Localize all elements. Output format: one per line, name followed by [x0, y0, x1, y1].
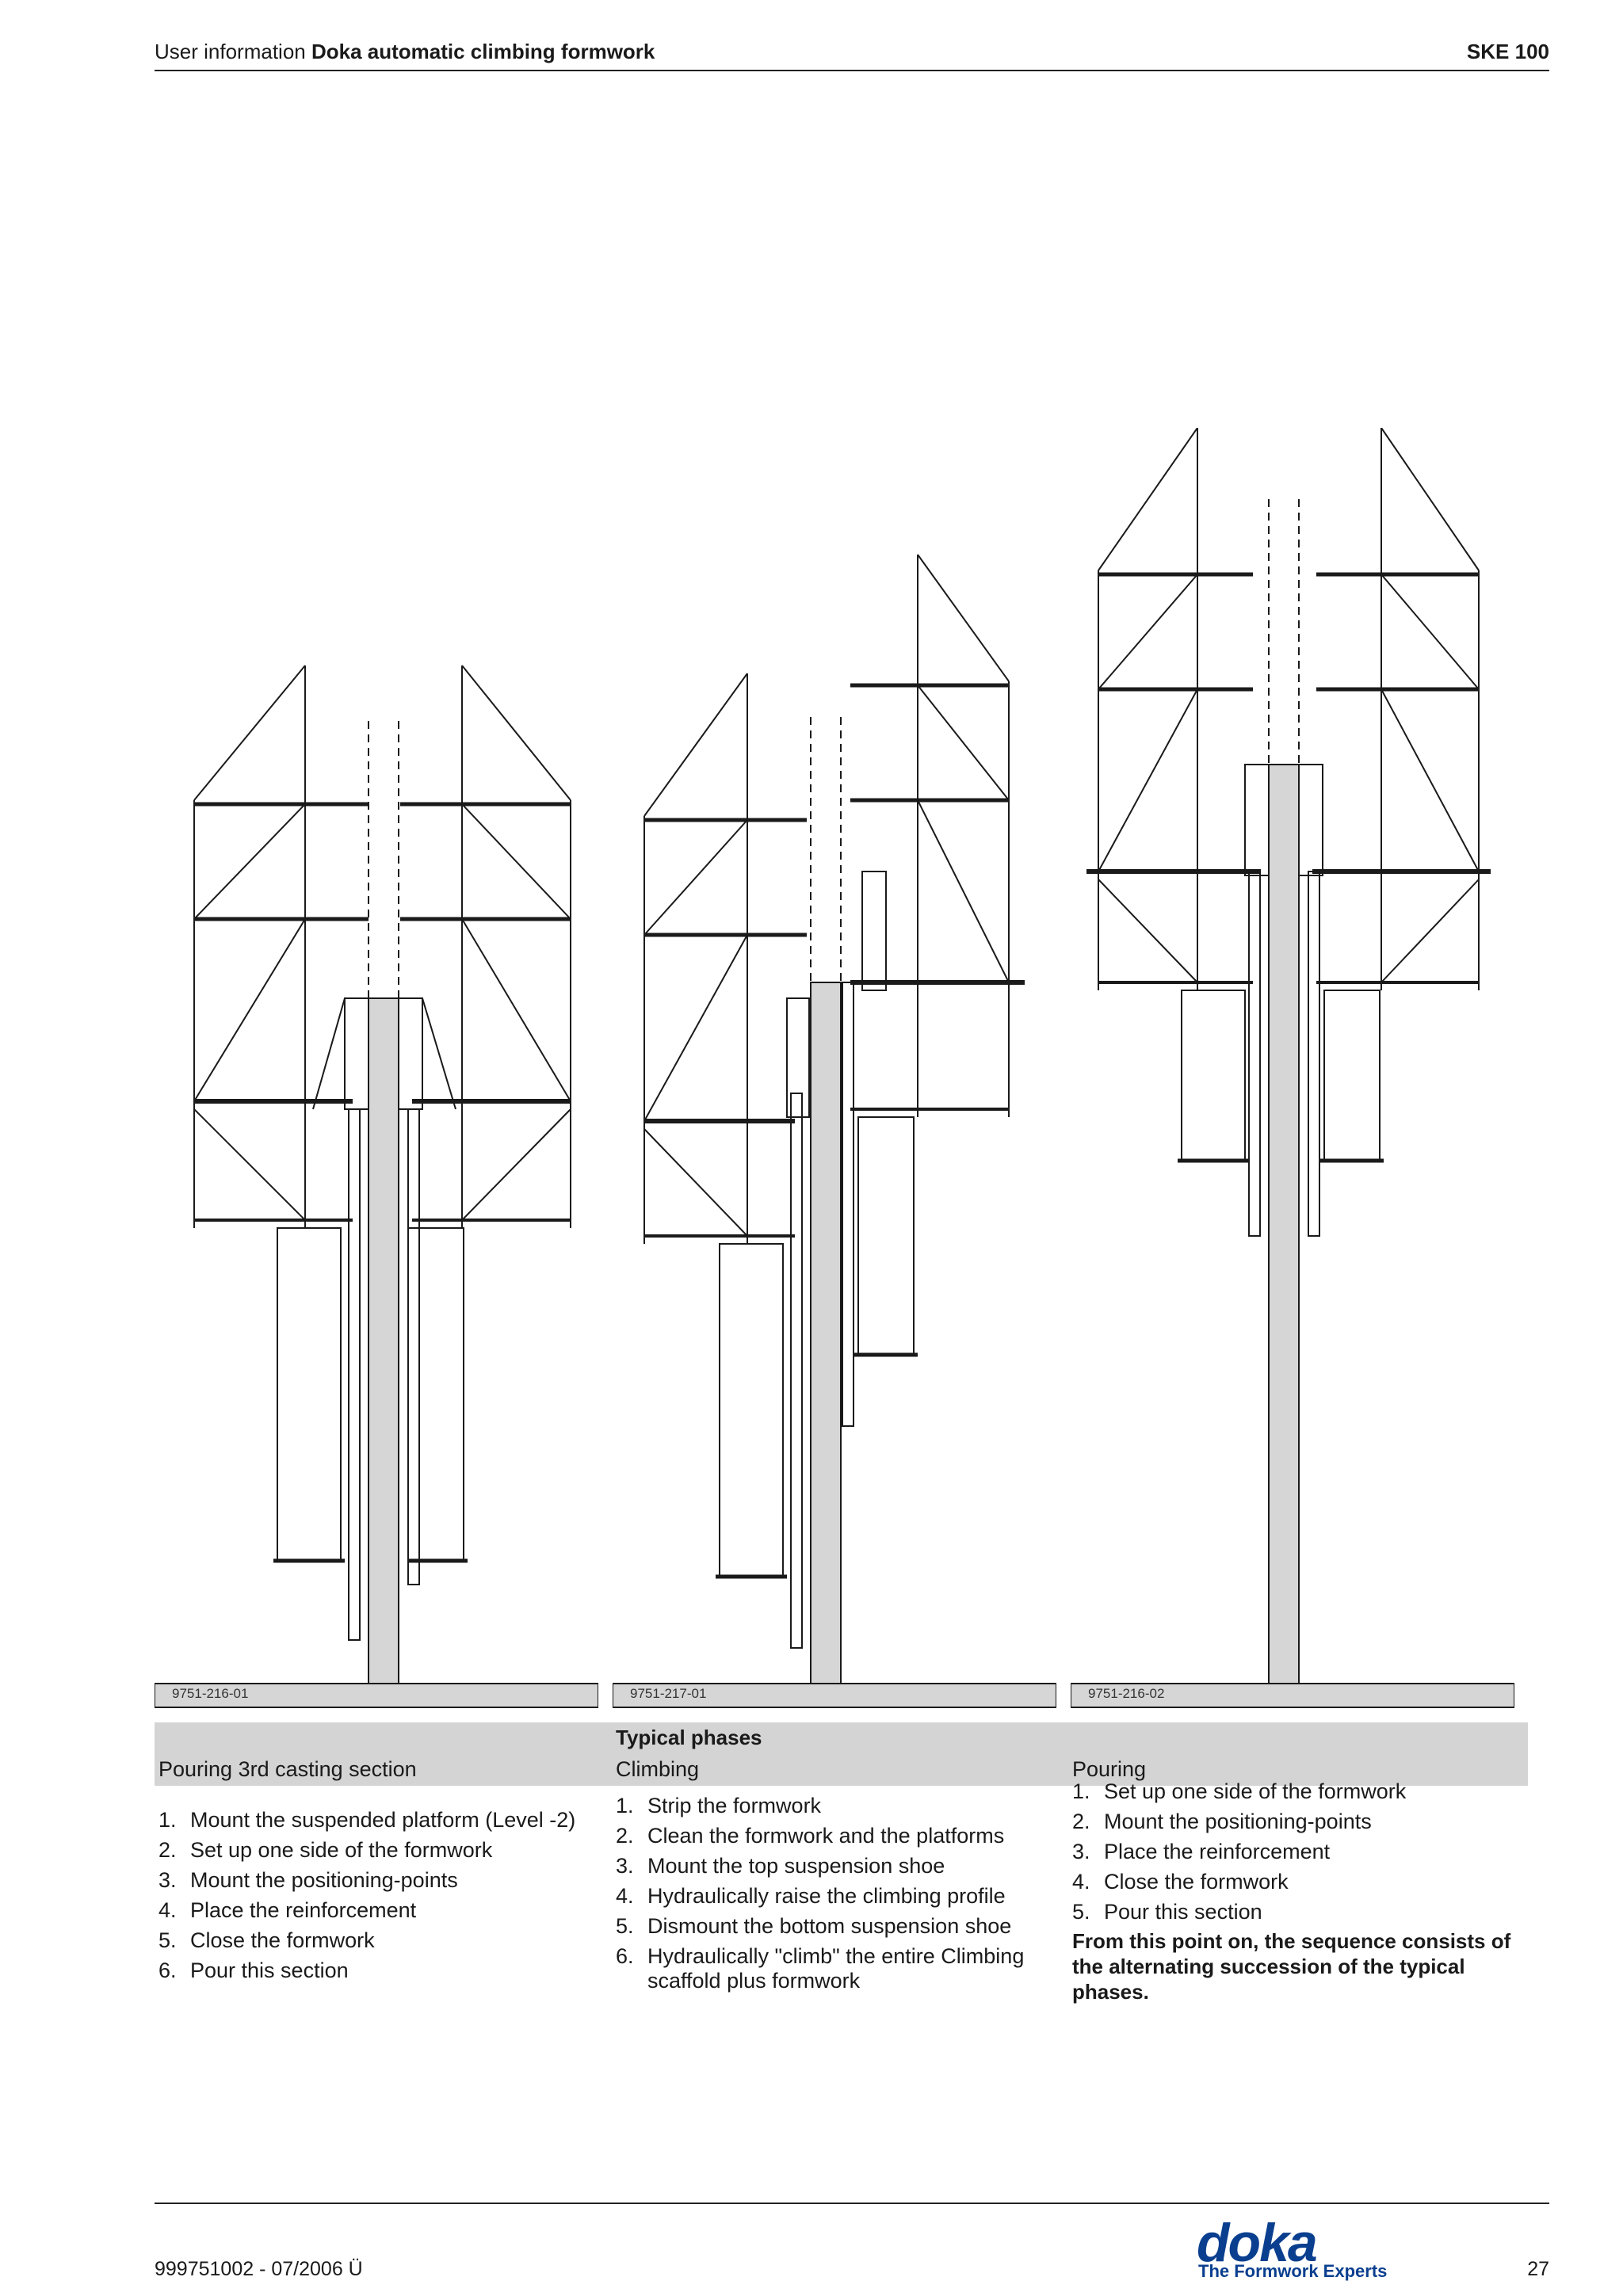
phase-heading-climbing: Climbing: [616, 1757, 700, 1781]
header-document-title: Doka automatic climbing formwork: [311, 40, 655, 63]
figure-label: 9751-217-01: [630, 1686, 707, 1701]
step-item: 2.Mount the positioning-points: [1072, 1810, 1372, 1833]
phase-header-band: [155, 1722, 1528, 1786]
step-item: 5.Dismount the bottom suspension shoe: [616, 1914, 1012, 1938]
scaffold-drawing-2: [613, 554, 1056, 1708]
scaffold-drawing-3: [1071, 428, 1514, 1708]
step-item: 3.Mount the top suspension shoe: [616, 1854, 945, 1878]
step-item: 6.Hydraulically "climb" the entire Climb…: [616, 1944, 1025, 1993]
step-item: 5.Pour this section: [1072, 1900, 1262, 1924]
typical-phases-title: Typical phases: [616, 1726, 762, 1749]
sequence-note: From this point on, the sequence consist…: [1072, 1929, 1511, 2004]
step-item: 1.Strip the formwork: [616, 1794, 822, 1817]
doka-logo: doka The Formwork Experts: [1189, 2213, 1411, 2282]
step-item: 3.Place the reinforcement: [1072, 1840, 1331, 1863]
steps-climbing: 1.Strip the formwork 2.Clean the formwor…: [616, 1791, 1060, 1993]
phase-heading-pouring-3rd: Pouring 3rd casting section: [158, 1757, 417, 1781]
step-item: 6.Pour this section: [158, 1958, 349, 1982]
step-item: 3.Mount the positioning-points: [158, 1868, 458, 1892]
header-model: SKE 100: [1466, 40, 1549, 63]
step-item: 5.Close the formwork: [158, 1928, 375, 1952]
figure-label: 9751-216-01: [172, 1686, 249, 1701]
scaffold-drawing-1: [155, 665, 598, 1708]
figure-pouring-3rd: 9751-216-01: [155, 428, 598, 1711]
step-item: 4.Hydraulically raise the climbing profi…: [616, 1884, 1006, 1908]
document-number: 999751002 - 07/2006 Ü: [155, 2258, 363, 2280]
drawings-area: 9751-216-01: [155, 428, 1549, 1711]
steps-pouring-3rd: 1.Mount the suspended platform (Level -2…: [158, 1805, 610, 1985]
step-item: 2.Clean the formwork and the platforms: [616, 1824, 1005, 1848]
step-item: 1.Set up one side of the formwork: [1072, 1779, 1407, 1803]
figure-pouring: 9751-216-02: [1071, 428, 1514, 1711]
footer-rule: [155, 2203, 1549, 2204]
header-title: User information Doka automatic climbing…: [155, 40, 655, 64]
figure-climbing: 9751-217-01: [613, 428, 1056, 1711]
header-prefix: User information: [155, 40, 306, 63]
phase-heading-pouring: Pouring: [1072, 1757, 1147, 1781]
steps-pouring: 1.Set up one side of the formwork 2.Moun…: [1072, 1776, 1532, 1927]
step-item: 1.Mount the suspended platform (Level -2…: [158, 1808, 576, 1832]
page-header: User information Doka automatic climbing…: [155, 38, 1549, 71]
step-item: 2.Set up one side of the formwork: [158, 1838, 493, 1862]
step-item: 4.Place the reinforcement: [158, 1898, 417, 1922]
step-item: 4.Close the formwork: [1072, 1870, 1289, 1894]
logo-wordmark: doka: [1197, 2213, 1318, 2273]
logo-tagline: The Formwork Experts: [1198, 2261, 1388, 2281]
figure-label: 9751-216-02: [1088, 1686, 1165, 1701]
page-number: 27: [1527, 2258, 1549, 2280]
